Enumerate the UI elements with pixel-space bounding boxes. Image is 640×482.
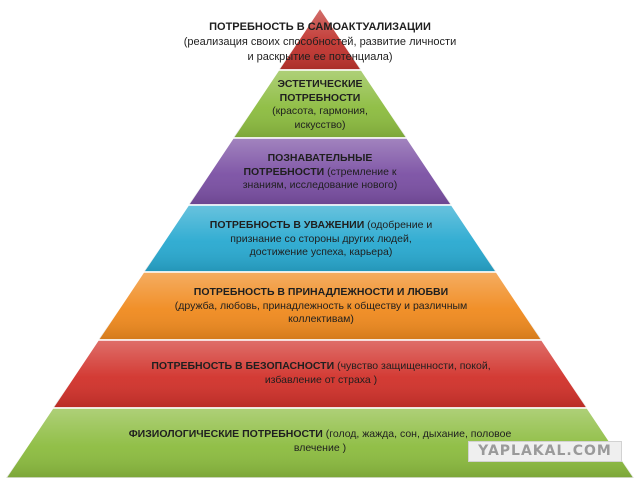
watermark: YAPLAKAL.COM xyxy=(468,441,622,462)
band-esteem-shading xyxy=(143,205,497,272)
level-title: ПОТРЕБНОСТЬ В БЕЗОПАСНОСТИ xyxy=(151,360,335,372)
level-title: ЭСТЕТИЧЕСКИЕ ПОТРЕБНОСТИ xyxy=(277,78,363,104)
level-label-physiological: ФИЗИОЛОГИЧЕСКИЕ ПОТРЕБНОСТИ (голод, жажд… xyxy=(120,428,520,455)
level-title: ПОТРЕБНОСТЬ В САМОАКТУАЛИЗАЦИИ xyxy=(209,21,431,33)
band-aesthetic-shading xyxy=(233,70,407,138)
level-description: (дружба, любовь, принадлежность к общест… xyxy=(174,299,468,326)
level-label-belonging: ПОТРЕБНОСТЬ В ПРИНАДЛЕЖНОСТИ И ЛЮБВИ (др… xyxy=(172,286,470,327)
level-label-aesthetic: ЭСТЕТИЧЕСКИЕ ПОТРЕБНОСТИ (красота, гармо… xyxy=(255,78,385,132)
level-label-self-actualization: ПОТРЕБНОСТЬ В САМОАКТУАЛИЗАЦИИ (реализац… xyxy=(180,20,460,65)
level-description: (чувство защищенности, покой, избавление… xyxy=(264,360,491,386)
band-safety-shading xyxy=(52,340,588,408)
band-self-actualization-shading xyxy=(278,8,362,70)
band-cognitive-shading xyxy=(188,138,452,205)
level-label-esteem: ПОТРЕБНОСТЬ В УВАЖЕНИИ (одобрение и приз… xyxy=(205,219,437,260)
band-belonging-shading xyxy=(98,272,542,340)
level-title: ПОТРЕБНОСТЬ В ПРИНАДЛЕЖНОСТИ И ЛЮБВИ xyxy=(193,286,449,298)
level-title: ПОТРЕБНОСТЬ В УВАЖЕНИИ xyxy=(209,219,365,231)
level-title: ПОЗНАВАТЕЛЬНЫЕ ПОТРЕБНОСТИ xyxy=(243,152,373,178)
level-title: ФИЗИОЛОГИЧЕСКИЕ ПОТРЕБНОСТИ xyxy=(128,428,323,440)
level-label-cognitive: ПОЗНАВАТЕЛЬНЫЕ ПОТРЕБНОСТИ (стремление к… xyxy=(228,152,412,193)
level-description: (одобрение и признание со стороны других… xyxy=(230,219,433,258)
level-description: (красота, гармония, искусство) xyxy=(272,105,368,131)
level-label-safety: ПОТРЕБНОСТЬ В БЕЗОПАСНОСТИ (чувство защи… xyxy=(148,360,494,387)
level-description: (голод, жажда, сон, дыхание, половое вле… xyxy=(293,428,512,454)
level-description: (стремление к знаниям, исследование ново… xyxy=(242,165,398,192)
level-description: (реализация своих способностей, развитие… xyxy=(183,36,457,63)
